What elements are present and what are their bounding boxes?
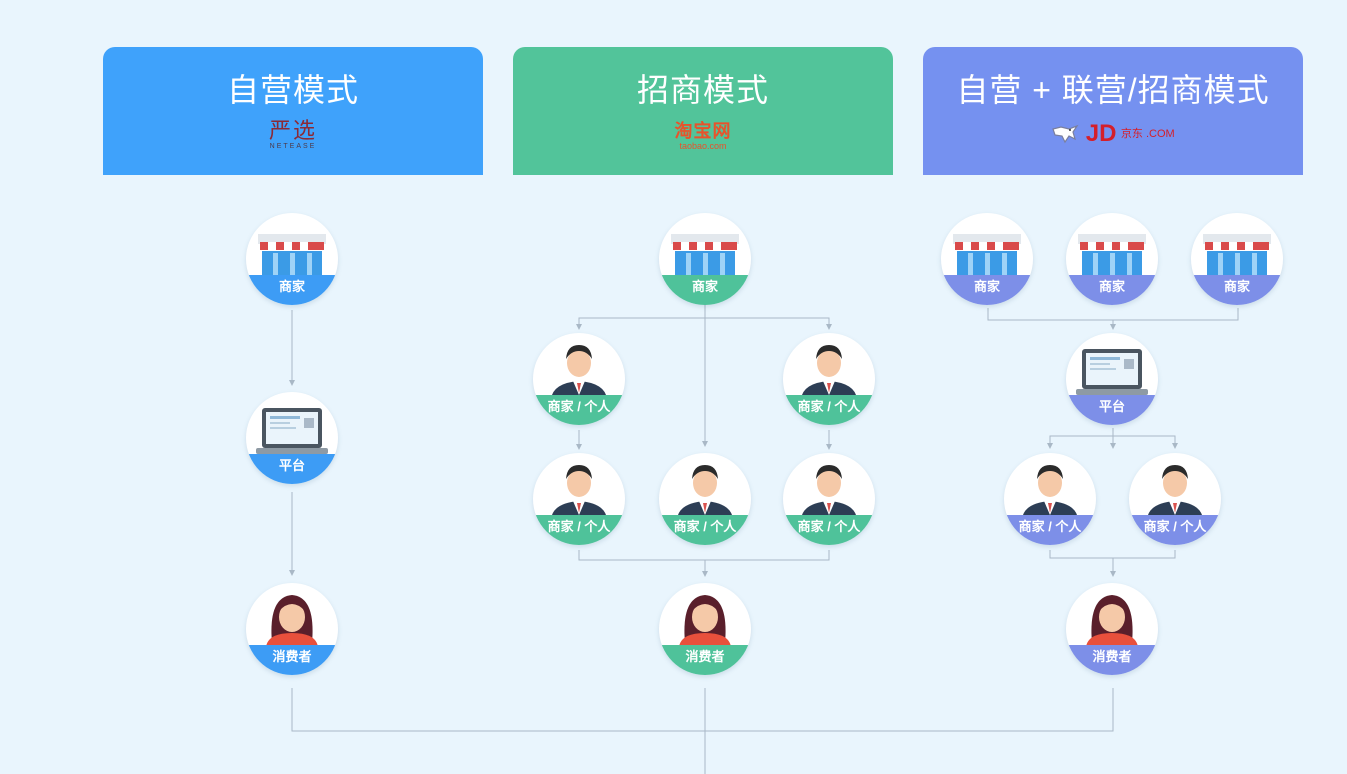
consumer-node: 消费者 — [246, 583, 338, 675]
header-hybrid: 自营 + 联营/招商模式 JD 京东 .COM — [923, 47, 1303, 175]
header-self-operated: 自营模式 严选 NETEASE — [103, 47, 483, 175]
logo-main-text: 严选 — [268, 119, 317, 144]
logo-main-text: 淘宝网 — [674, 121, 732, 141]
merchant-node: 商家 — [1191, 213, 1283, 305]
businessman-icon — [677, 465, 733, 519]
merchant-node: 商家 — [659, 213, 751, 305]
store-icon — [1203, 234, 1271, 277]
node-label: 商家 — [246, 275, 338, 305]
store-icon — [953, 234, 1021, 277]
jd-logo: JD 京东 .COM — [923, 121, 1303, 147]
businessman-icon — [801, 465, 857, 519]
column-title: 招商模式 — [636, 72, 769, 108]
node-label: 消费者 — [1066, 645, 1158, 675]
header-merchant-recruitment: 招商模式 淘宝网 taobao.com — [513, 47, 893, 175]
logo-sub-text: NETEASE — [269, 143, 317, 150]
businessman-icon — [1147, 465, 1203, 519]
node-label: 商家 / 个人 — [783, 395, 875, 425]
logo-main-text: JD — [1085, 120, 1117, 147]
consumer-node: 消费者 — [1066, 583, 1158, 675]
taobao-logo: 淘宝网 taobao.com — [513, 121, 893, 151]
woman-icon — [1086, 595, 1138, 647]
node-label: 商家 — [659, 275, 751, 305]
merchant-node: 商家 — [941, 213, 1033, 305]
seller-node: 商家 / 个人 — [533, 333, 625, 425]
node-label: 商家 — [1191, 275, 1283, 305]
node-label: 消费者 — [246, 645, 338, 675]
laptop-icon — [1076, 349, 1148, 395]
logo-sub-text: taobao.com — [679, 141, 727, 151]
column-title: 自营 + 联营/招商模式 — [956, 72, 1270, 108]
node-label: 商家 — [1066, 275, 1158, 305]
node-label: 消费者 — [659, 645, 751, 675]
node-label: 商家 — [941, 275, 1033, 305]
businessman-icon — [1022, 465, 1078, 519]
node-label: 商家 / 个人 — [533, 395, 625, 425]
node-label: 平台 — [1066, 395, 1158, 425]
seller-node: 商家 / 个人 — [1129, 453, 1221, 545]
store-icon — [258, 234, 326, 277]
businessman-icon — [551, 465, 607, 519]
merchant-node: 商家 — [246, 213, 338, 305]
node-label: 商家 / 个人 — [1129, 515, 1221, 545]
logo-sub-text: 京东 .COM — [1120, 128, 1175, 140]
node-label: 商家 / 个人 — [783, 515, 875, 545]
node-label: 商家 / 个人 — [533, 515, 625, 545]
store-icon — [671, 234, 739, 277]
woman-icon — [679, 595, 731, 647]
merchant-node: 商家 — [1066, 213, 1158, 305]
seller-node: 商家 / 个人 — [659, 453, 751, 545]
seller-node: 商家 / 个人 — [1004, 453, 1096, 545]
column-title: 自营模式 — [226, 72, 359, 108]
laptop-icon — [256, 408, 328, 454]
yanxuan-logo: 严选 NETEASE — [103, 121, 483, 151]
businessman-icon — [551, 345, 607, 399]
store-icon — [1078, 234, 1146, 277]
seller-node: 商家 / 个人 — [783, 333, 875, 425]
platform-node: 平台 — [1066, 333, 1158, 425]
seller-node: 商家 / 个人 — [533, 453, 625, 545]
node-label: 商家 / 个人 — [1004, 515, 1096, 545]
node-label: 平台 — [246, 454, 338, 484]
node-label: 商家 / 个人 — [659, 515, 751, 545]
woman-icon — [266, 595, 318, 647]
jd-dog-icon — [1052, 124, 1079, 144]
businessman-icon — [801, 345, 857, 399]
seller-node: 商家 / 个人 — [783, 453, 875, 545]
platform-node: 平台 — [246, 392, 338, 484]
consumer-node: 消费者 — [659, 583, 751, 675]
